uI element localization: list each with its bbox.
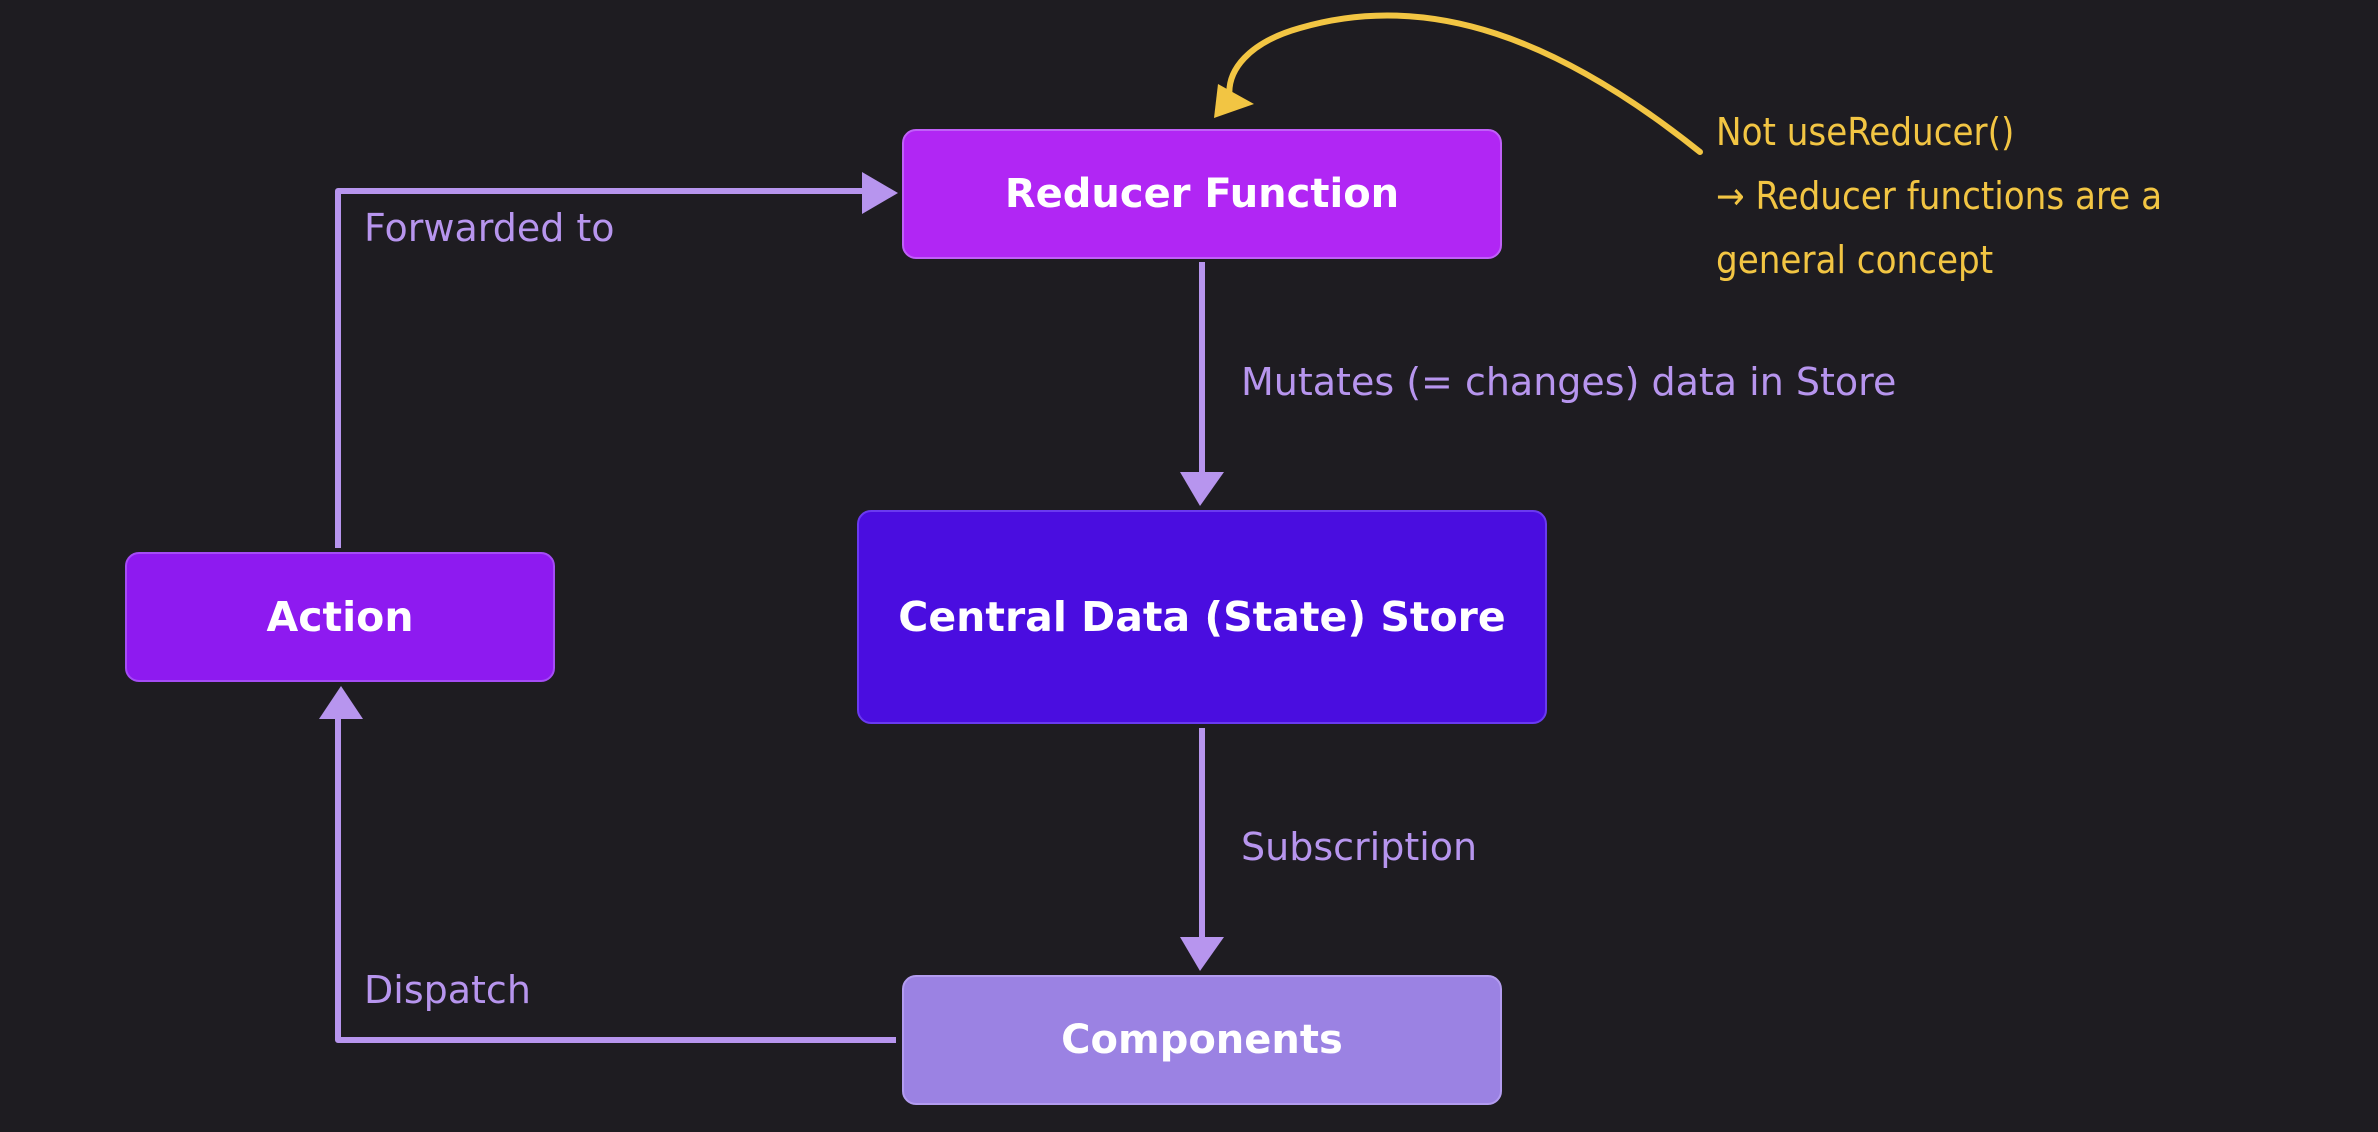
edge-label-forwarded: Forwarded to — [364, 206, 615, 250]
components-label: Components — [1061, 1017, 1343, 1063]
arrowhead-store — [1180, 472, 1224, 506]
note-curve-arrow — [1226, 12, 1703, 155]
annotation-note: Not useReducer() → Reducer functions are… — [1716, 100, 2162, 292]
central-store-node: Central Data (State) Store — [857, 510, 1547, 724]
note-line-1: Not useReducer() — [1716, 110, 2015, 154]
edge-label-mutates: Mutates (= changes) data in Store — [1241, 360, 1897, 404]
reducer-function-label: Reducer Function — [1004, 171, 1400, 217]
edge-label-dispatch: Dispatch — [364, 968, 531, 1012]
note-line-2: → Reducer functions are a — [1716, 174, 2163, 218]
arrow-action-to-reducer — [335, 188, 870, 548]
note-line-3: general concept — [1716, 238, 1994, 282]
arrowhead-components — [1180, 937, 1224, 971]
note-arrowhead — [1214, 84, 1254, 118]
arrow-components-to-action — [335, 712, 896, 1043]
central-store-label: Central Data (State) Store — [898, 593, 1506, 641]
components-node: Components — [902, 975, 1502, 1105]
action-node: Action — [125, 552, 555, 682]
edge-label-subscription: Subscription — [1241, 825, 1478, 869]
reducer-function-node: Reducer Function — [902, 129, 1502, 259]
action-label: Action — [266, 593, 414, 641]
arrowhead-reducer — [862, 172, 898, 214]
arrowhead-action — [319, 686, 363, 719]
